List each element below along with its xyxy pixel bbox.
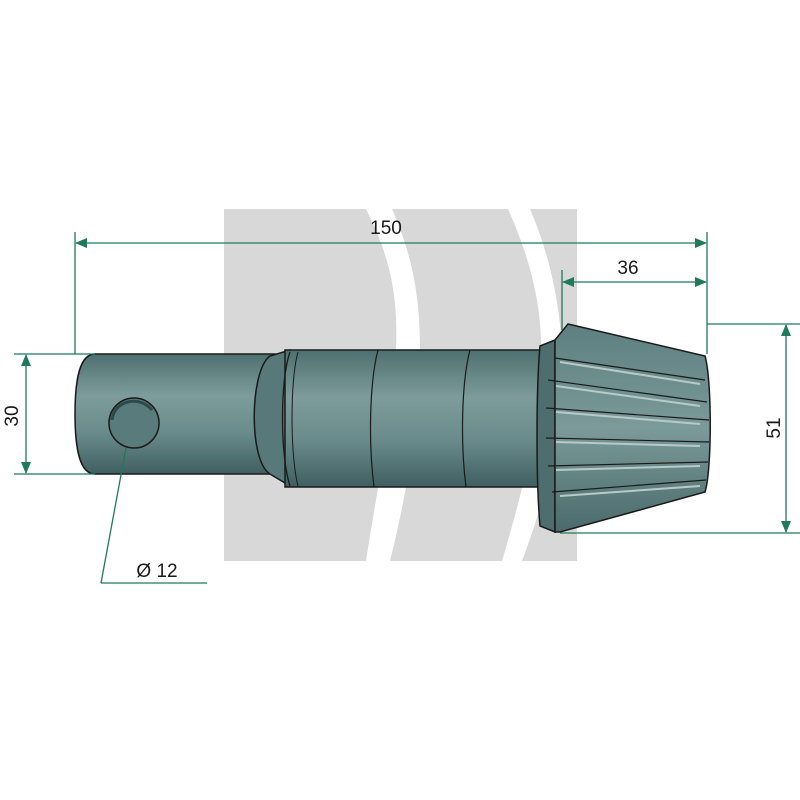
dimension-gear-diameter: 51 — [560, 323, 800, 534]
shaft-body — [74, 353, 276, 475]
shaft-diameter-label: 30 — [2, 405, 23, 426]
dimension-gear-length: 36 — [561, 258, 707, 330]
shaft-neck — [253, 348, 291, 488]
gear-base — [536, 338, 556, 534]
gear-teeth — [554, 323, 711, 533]
cross-hole — [108, 397, 160, 449]
dimension-hole-diameter: Ø 12 — [100, 447, 207, 584]
shaft-collar — [284, 349, 541, 488]
gear-diameter-label: 51 — [764, 417, 785, 438]
dimension-shaft-diameter: 30 — [2, 353, 95, 475]
pinion-shaft — [74, 323, 711, 534]
hole-diameter-label: Ø 12 — [136, 561, 177, 582]
overall-length-label: 150 — [370, 218, 402, 239]
gear-length-label: 36 — [617, 258, 638, 279]
dimension-overall-length: 150 — [74, 218, 708, 354]
